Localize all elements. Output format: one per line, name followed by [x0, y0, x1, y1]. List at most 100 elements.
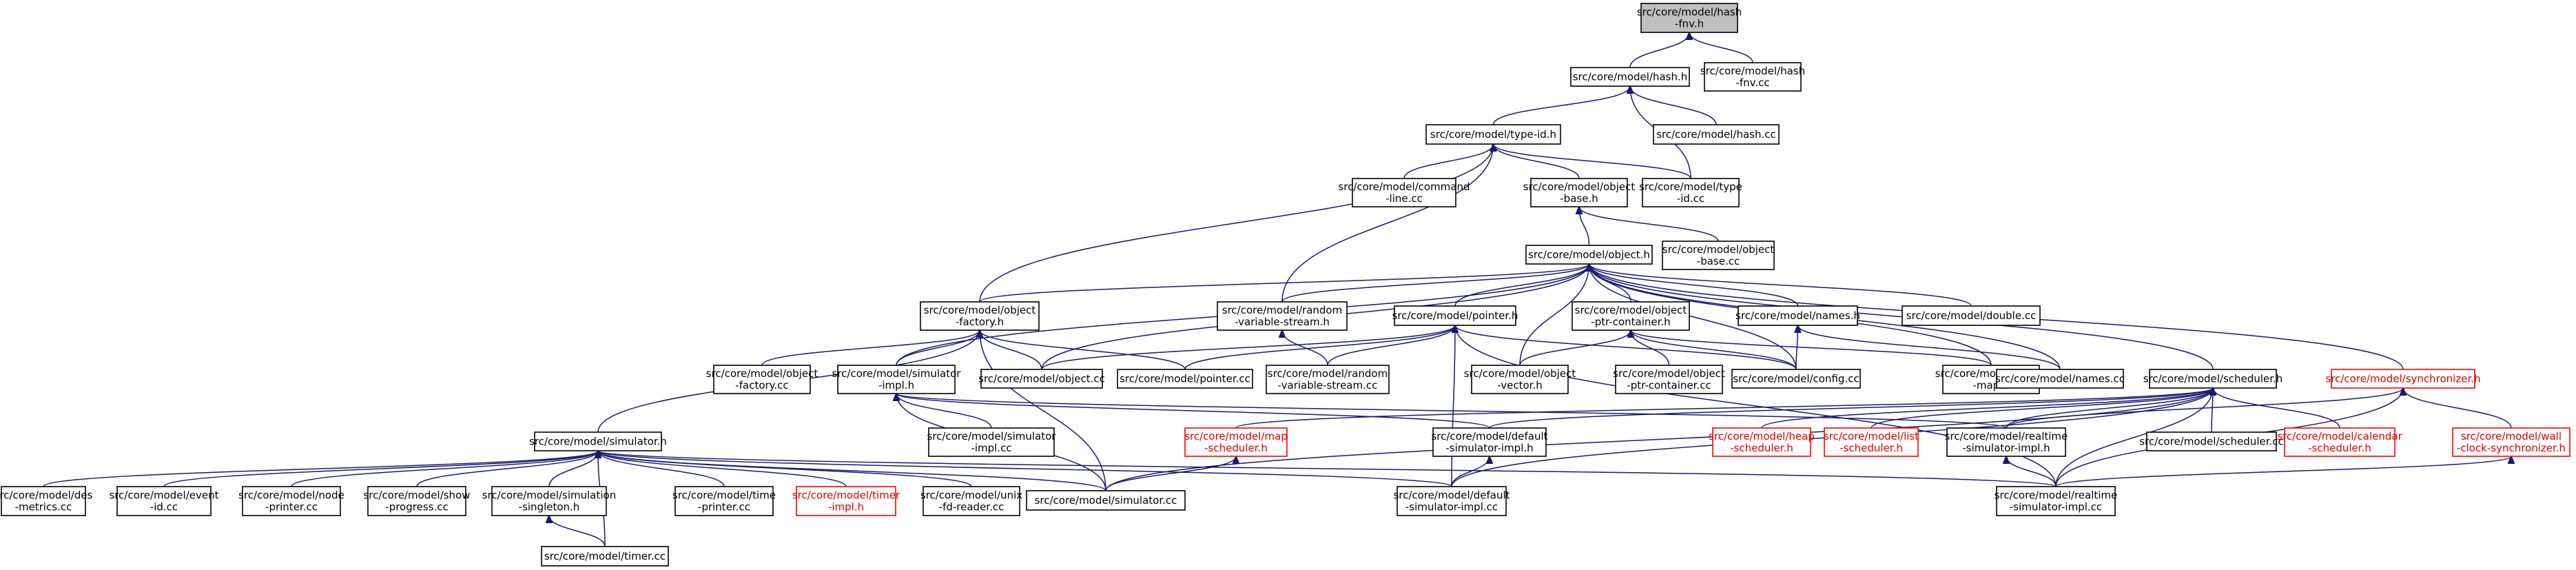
node-label: src/core/model/heap: [1709, 430, 1815, 442]
node-type-id-cc[interactable]: src/core/model/type-id.cc: [1639, 178, 1742, 207]
node-pointer-h[interactable]: src/core/model/pointer.h: [1392, 305, 1518, 326]
node-object-base-cc[interactable]: src/core/model/object-base.cc: [1662, 241, 1775, 270]
edge-scheduler-h-calendar-scheduler-h: [2213, 388, 2340, 429]
node-label: src/core/model/realtime: [1945, 430, 2068, 442]
node-box: [2146, 431, 2277, 451]
node-label: -singleton.h: [519, 501, 580, 513]
node-hash-cc[interactable]: src/core/model/hash.cc: [1653, 124, 1780, 145]
node-timer-cc[interactable]: src/core/model/timer.cc: [541, 546, 669, 567]
edge-scheduler-h-map-scheduler-h: [1235, 388, 2213, 429]
node-simulator-impl-h[interactable]: src/core/model/simulator-impl.h: [832, 365, 962, 394]
node-label: -variable-stream.cc: [1278, 379, 1378, 391]
node-object-h[interactable]: src/core/model/object.h: [1525, 245, 1653, 265]
node-show-progress-cc[interactable]: src/core/model/show-progress.cc: [363, 486, 471, 516]
node-event-id-cc[interactable]: src/core/model/event-id.cc: [110, 486, 219, 516]
node-config-cc[interactable]: src/core/model/config.cc: [1731, 369, 1861, 389]
node-simulation-singleton-h[interactable]: src/core/model/simulation-singleton.h: [482, 486, 616, 516]
node-names-h[interactable]: src/core/model/names.h: [1735, 305, 1860, 326]
node-label: -simulator-impl.h: [1962, 442, 2050, 454]
node-random-variable-stream-cc[interactable]: src/core/model/random-variable-stream.cc: [1266, 365, 1390, 394]
node-label: -progress.cc: [385, 501, 448, 513]
node-label: -impl.h: [878, 379, 914, 391]
node-pointer-cc[interactable]: src/core/model/pointer.cc: [1117, 369, 1253, 389]
node-heap-scheduler-h[interactable]: src/core/model/heap-scheduler.h: [1709, 427, 1815, 457]
node-label: -base.h: [1560, 192, 1598, 205]
node-box: [242, 486, 341, 516]
node-label: -fnv.cc: [1735, 77, 1769, 89]
node-object-base-h[interactable]: src/core/model/object-base.h: [1523, 178, 1636, 207]
node-synchronizer-h[interactable]: src/core/model/synchronizer.h: [2325, 369, 2481, 389]
node-calendar-scheduler-h[interactable]: src/core/model/calendar-scheduler.h: [2277, 427, 2403, 457]
node-label: src/core/model/simulator: [927, 430, 1057, 442]
node-simulator-cc[interactable]: src/core/model/simulator.cc: [1026, 490, 1186, 511]
edge-simulation-singleton-h-timer-cc: [549, 516, 606, 547]
node-simulator-impl-cc[interactable]: src/core/model/simulator-impl.cc: [927, 427, 1057, 457]
node-wall-clock-synchronizer-h[interactable]: src/core/model/wall-clock-synchronizer.h: [2452, 427, 2570, 457]
edge-simulator-h-des-metrics-cc: [43, 451, 598, 487]
node-scheduler-h[interactable]: src/core/model/scheduler.h: [2143, 369, 2283, 389]
node-type-id-h[interactable]: src/core/model/type-id.h: [1425, 124, 1561, 145]
node-label: src/core/model/object: [1523, 181, 1636, 193]
node-map-scheduler-h[interactable]: src/core/model/map-scheduler.h: [1184, 427, 1288, 457]
edge-type-id-h-type-id-cc: [1494, 144, 1691, 179]
edge-simulator-h-simulator-cc: [598, 451, 1106, 491]
node-label: src/core/model/scheduler.cc: [2139, 436, 2284, 448]
node-realtime-simulator-impl-cc[interactable]: src/core/model/realtime-simulator-impl.c…: [1995, 486, 2118, 516]
node-label: src/core/model/default: [1393, 489, 1509, 502]
edge-simulator-h-show-progress-cc: [416, 451, 598, 487]
node-des-metrics-cc[interactable]: src/core/model/des-metrics.cc: [0, 486, 93, 516]
node-default-simulator-impl-h[interactable]: src/core/model/default-simulator-impl.h: [1431, 427, 1548, 457]
node-double-cc[interactable]: src/core/model/double.cc: [1902, 305, 2041, 326]
node-realtime-simulator-impl-h[interactable]: src/core/model/realtime-simulator-impl.h: [1945, 427, 2068, 457]
node-label: src/core/model/object: [706, 367, 818, 380]
edge-simulator-h-event-id-cc: [163, 451, 598, 487]
node-object-factory-h[interactable]: src/core/model/object-factory.h: [920, 301, 1040, 331]
node-timer-impl-h[interactable]: src/core/model/timer-impl.h: [792, 486, 900, 516]
edge-pointer-h-pointer-cc: [1184, 325, 1455, 370]
edge-object-h-object-vector-h: [1519, 264, 1589, 366]
node-box: [2331, 369, 2475, 389]
node-object-ptr-container-h[interactable]: src/core/model/object-ptr-container.h: [1572, 301, 1690, 331]
node-time-printer-cc[interactable]: src/core/model/time-printer.cc: [672, 486, 776, 516]
edge-simulator-impl-h-simulator-impl-cc: [896, 394, 992, 429]
node-object-vector-h[interactable]: src/core/model/object-vector.h: [1464, 365, 1576, 394]
node-hash-fnv-h[interactable]: src/core/model/hash-fnv.h: [1637, 3, 1742, 33]
node-box: [1704, 62, 1802, 92]
node-default-simulator-impl-cc[interactable]: src/core/model/default-simulator-impl.cc: [1393, 486, 1510, 516]
node-random-variable-stream-h[interactable]: src/core/model/random-variable-stream.h: [1217, 301, 1348, 331]
edge-object-h-double-cc: [1589, 264, 1972, 307]
node-box: [2149, 369, 2277, 389]
node-label: src/core/model/object: [924, 304, 1036, 316]
node-command-line-cc[interactable]: src/core/model/command-line.cc: [1338, 178, 1470, 207]
node-box: [1525, 245, 1653, 265]
node-simulator-h[interactable]: src/core/model/simulator.h: [529, 431, 667, 451]
node-label: src/core/model/time: [672, 489, 776, 502]
node-hash-h[interactable]: src/core/model/hash.h: [1570, 67, 1690, 87]
node-label: src/core/model/names.cc: [1995, 373, 2125, 385]
node-label: -fd-reader.cc: [939, 501, 1004, 513]
node-list-scheduler-h[interactable]: src/core/model/list-scheduler.h: [1824, 427, 1919, 457]
node-box: [796, 486, 896, 516]
node-box: [980, 369, 1103, 389]
node-box: [1217, 301, 1348, 331]
node-names-cc[interactable]: src/core/model/names.cc: [1995, 369, 2125, 389]
node-box: [1824, 427, 1919, 457]
node-object-ptr-container-cc[interactable]: src/core/model/object-ptr-container.cc: [1613, 365, 1725, 394]
node-unix-fd-reader-cc[interactable]: src/core/model/unix-fd-reader.cc: [920, 486, 1022, 516]
node-object-cc[interactable]: src/core/model/object.cc: [978, 369, 1105, 389]
node-label: src/core/model/simulator.cc: [1035, 494, 1177, 507]
node-scheduler-cc[interactable]: src/core/model/scheduler.cc: [2139, 431, 2284, 451]
edge-object-h-object-factory-h: [979, 264, 1589, 303]
node-box: [1397, 486, 1507, 516]
node-label: -line.cc: [1385, 192, 1423, 205]
node-node-printer-cc[interactable]: src/core/model/node-printer.cc: [238, 486, 344, 516]
node-label: -simulator-impl.cc: [2010, 501, 2102, 513]
node-hash-fnv-cc[interactable]: src/core/model/hash-fnv.cc: [1700, 62, 1805, 92]
node-label: src/core/model/random: [1268, 367, 1388, 380]
node-label: src/core/model/type-id.h: [1430, 128, 1556, 141]
node-object-factory-cc[interactable]: src/core/model/object-factory.cc: [706, 365, 818, 394]
edge-random-variable-stream-h-random-variable-stream-cc: [1282, 330, 1328, 366]
node-label: src/core/model/timer.cc: [544, 550, 666, 562]
edge-object-ptr-container-h-config-cc: [1631, 330, 1797, 370]
